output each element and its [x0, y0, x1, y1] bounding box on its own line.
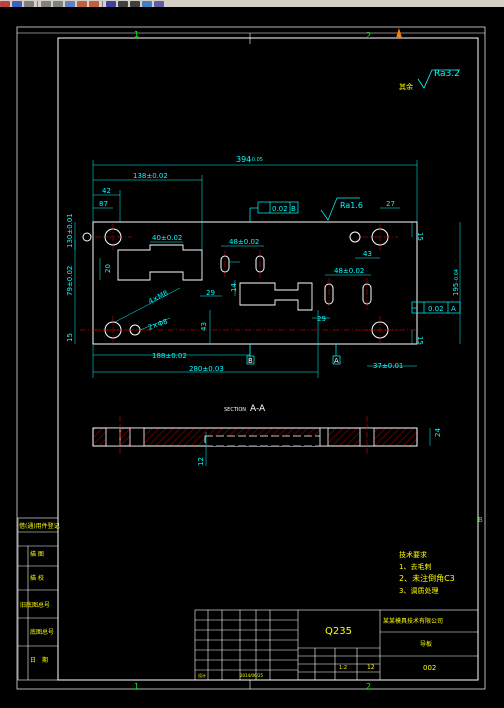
dim-790: 79±0.02 [66, 266, 74, 296]
section-name: A-A [250, 404, 266, 414]
dim-48a: 48±0.02 [229, 238, 259, 246]
toolbar [0, 0, 504, 7]
date: 2014/06/25 [240, 673, 264, 678]
title-block [194, 609, 479, 681]
dim-195-tol: -0.04 [454, 269, 460, 282]
dim-20: 20 [104, 264, 112, 273]
open-icon[interactable] [0, 0, 10, 7]
grid-icon[interactable] [130, 0, 140, 7]
part-name: 导板 [420, 640, 432, 648]
sidebar-label-6: 日 期 [30, 656, 48, 664]
dim-overall-tol: -0.05 [250, 157, 263, 163]
save-icon[interactable] [12, 0, 22, 7]
dim-37: 37±0.01 [373, 362, 403, 370]
dim-29b: 29 [317, 315, 326, 323]
dim-138: 138±0.02 [133, 172, 168, 180]
paste-icon[interactable] [53, 0, 63, 7]
rough-face: Ra1.6 [340, 201, 363, 210]
hole-note2: 2×Φ8 [147, 317, 169, 331]
notes-title: 技术要求 [399, 550, 427, 559]
layer-icon[interactable] [118, 0, 128, 7]
inner-frame [57, 37, 479, 681]
properties-icon[interactable] [154, 0, 164, 7]
scale: 1:2 [339, 665, 347, 671]
roughness-value: Ra3.2 [434, 69, 460, 79]
zoom-icon[interactable] [77, 0, 87, 7]
zone-top-1: 1 [134, 30, 139, 39]
section-dim-12: 12 [197, 457, 205, 466]
flatness-value: 0.02 [272, 205, 288, 213]
roughness-symbol [417, 69, 460, 89]
cursor-icon [396, 28, 402, 38]
dim-130: 130±0.01 [66, 213, 74, 248]
sidebar-label-1: 借(通)用件登记 [19, 522, 60, 530]
text-icon[interactable] [106, 0, 116, 7]
dim-48b: 48±0.02 [334, 267, 364, 275]
roughness-note-label: 其余 [399, 82, 413, 91]
notes-item-3: 3、调质处理 [399, 586, 438, 595]
drawing-canvas[interactable]: 1 2 1 2 B 其余 Ra3.2 [0, 7, 504, 704]
dim-43b: 43 [200, 322, 208, 331]
undo-icon[interactable] [65, 0, 75, 7]
section-dim-24: 24 [434, 428, 442, 437]
dim-15b: 15 [66, 333, 74, 342]
dim-15a: 15 [416, 232, 424, 241]
dim-42: 42 [102, 187, 111, 195]
zone-right-b: B [478, 516, 483, 524]
material: Q235 [325, 626, 352, 637]
zone-bottom-2: 2 [366, 682, 371, 691]
datum-b-label: B [248, 357, 253, 365]
notes-item-1: 1、去毛刺 [399, 562, 431, 571]
perp-datum: A [451, 305, 456, 313]
perp-value: 0.02 [428, 305, 444, 313]
dim-27: 27 [386, 200, 395, 208]
datum-a-label: A [334, 357, 339, 365]
sidebar-label-2: 描 图 [30, 550, 44, 558]
copy-icon[interactable] [41, 0, 51, 7]
sidebar-label-4: 旧底图总号 [20, 601, 50, 609]
dim-188: 188±0.02 [152, 352, 187, 360]
dim-29a: 29 [206, 289, 215, 297]
cut-icon[interactable] [24, 0, 34, 7]
company-name: 某某模具技术有限公司 [383, 617, 443, 625]
left-sidebar [17, 517, 59, 681]
dim-87: 87 [99, 200, 108, 208]
zone-top-2: 2 [366, 31, 371, 40]
toolbar-separator [37, 0, 38, 7]
ortho-icon[interactable] [142, 0, 152, 7]
dim-40: 40±0.02 [152, 234, 182, 242]
section-title: SECTION [224, 407, 246, 413]
dim-43a: 43 [363, 250, 372, 258]
outer-frame [16, 26, 486, 690]
quantity: 12 [367, 664, 375, 671]
dim-195: 195 [452, 283, 460, 296]
section-view [92, 416, 431, 466]
pan-icon[interactable] [89, 0, 99, 7]
sidebar-label-3: 描 校 [30, 574, 44, 582]
drawing-number: 002 [423, 664, 436, 672]
sidebar-label-5: 底图总号 [30, 628, 54, 636]
toolbar-separator [102, 0, 103, 7]
dim-280: 280±0.03 [189, 365, 224, 373]
dim-15c: 15 [416, 336, 424, 345]
designer-label: 设计 [198, 672, 206, 678]
notes-item-2: 2、未注倒角C3 [399, 573, 455, 583]
hole-note: 4×M8 [147, 289, 169, 306]
zone-bottom-1: 1 [134, 682, 139, 691]
dim-overall: 394 [236, 155, 251, 164]
datum-b-ref: B [291, 205, 296, 213]
dim-14: 14 [230, 283, 238, 292]
